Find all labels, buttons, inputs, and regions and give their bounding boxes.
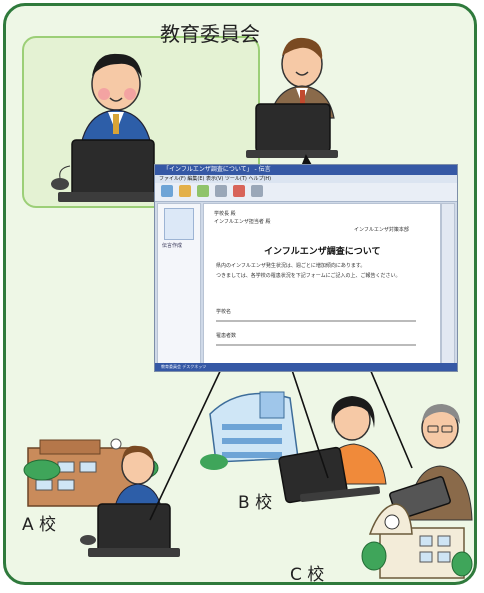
delete-icon[interactable] [233,185,245,197]
document-addressee-sub: インフルエンザ担当者 殿 [214,218,270,225]
document-field-school-input[interactable] [216,320,416,322]
board-member-left [51,54,166,202]
school-a-label: A 校 [22,510,56,535]
school-b-label: B 校 [238,488,272,513]
document-field-count-label: 罹患者数 [216,332,236,339]
document-body-line-2: つきましては、各学校の罹患状況を下記フォームにご記入の上、ご報告ください。 [216,272,401,279]
sidebar-item[interactable] [164,208,194,240]
document-sender: インフルエンザ対策本部 [354,226,409,233]
document-addressee: 学校長 殿 [214,210,236,217]
reply-icon[interactable] [179,185,191,197]
sidebar-item-label: 伝言作成 [162,242,182,249]
document-scrollbar[interactable] [441,203,455,365]
school-c-label: C 校 [290,560,324,585]
document-body-line-1: 県内のインフルエンザ発生状況は、週ごとに増加傾向にあります。 [216,262,365,269]
document-page: 学校長 殿 インフルエンザ担当者 殿 インフルエンザ対策本部 インフルエンザ調査… [203,203,441,365]
window-statusbar: 教育委員会 デスクネッツ [155,363,457,371]
window-sidebar: 伝言作成 [157,203,201,365]
document-heading: インフルエンザ調査について [264,244,380,257]
forward-icon[interactable] [197,185,209,197]
window-toolbar [155,183,457,202]
message-window: 「インフルエンザ調査について」 - 伝言 ファイル(F) 編集(E) 表示(V)… [154,164,458,372]
window-titlebar: 「インフルエンザ調査について」 - 伝言 [155,165,457,175]
school-a-illustration [24,439,180,557]
school-c-person [389,404,472,520]
document-field-school-label: 学校名 [216,308,231,315]
new-icon[interactable] [161,185,173,197]
settings-icon[interactable] [251,185,263,197]
board-member-right [246,38,338,158]
print-icon[interactable] [215,185,227,197]
document-field-count-input[interactable] [216,344,416,346]
